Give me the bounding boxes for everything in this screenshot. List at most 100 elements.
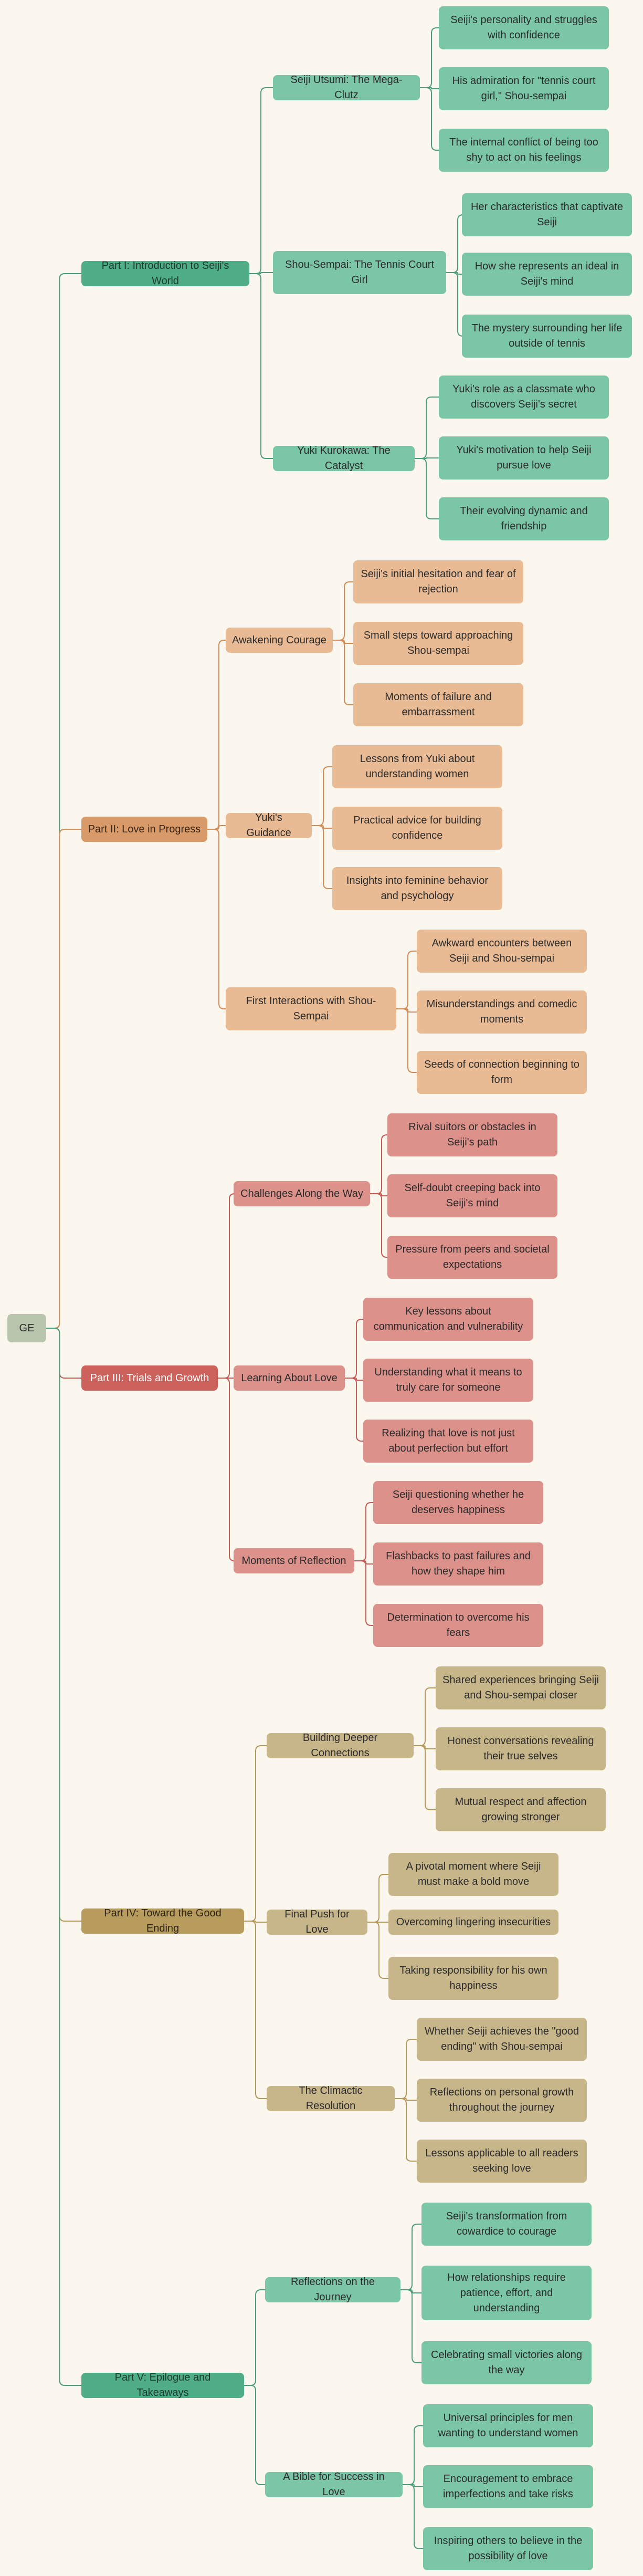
edge-section-to-item [370,1193,387,1258]
part-node[interactable]: Part I: Introduction to Seiji's World [81,260,249,287]
leaf-label: Moments of failure and embarrassment [385,691,492,718]
section-node[interactable]: The Climactic Resolution [267,2085,395,2112]
leaf-node[interactable]: Seiji's initial hesitation and fear of r… [353,560,523,603]
leaf-node[interactable]: Overcoming lingering insecurities [388,1910,558,1935]
section-node[interactable]: A Bible for Success in Love [265,2471,403,2498]
leaf-node[interactable]: Shared experiences bringing Seiji and Sh… [436,1666,606,1709]
leaf-node[interactable]: Inspiring others to believe in the possi… [423,2527,593,2570]
leaf-label: Honest conversations revealing their tru… [447,1735,594,1762]
leaf-node[interactable]: Determination to overcome his fears [373,1604,543,1647]
edge-section-to-item [446,272,462,275]
leaf-node[interactable]: Reflections on personal growth throughou… [417,2079,587,2122]
edge-section-to-item [420,87,439,151]
section-label: Seiji Utsumi: The Mega-Clutz [290,74,403,101]
edge-part-to-section [244,2289,265,2386]
leaf-label: Determination to overcome his fears [387,1612,530,1639]
leaf-node[interactable]: Practical advice for building confidence [332,807,502,850]
section-node[interactable]: Challenges Along the Way [234,1181,370,1206]
leaf-node[interactable]: His admiration for "tennis court girl," … [439,67,609,110]
root-node[interactable]: GE [7,1314,46,1342]
leaf-label: Lessons from Yuki about understanding wo… [360,753,475,780]
leaf-label: The mystery surrounding her life outside… [471,322,623,349]
leaf-node[interactable]: Realizing that love is not just about pe… [363,1420,533,1463]
leaf-node[interactable]: Celebrating small victories along the wa… [421,2341,592,2384]
edge-section-to-item [333,640,353,705]
leaf-node[interactable]: Seiji questioning whether he deserves ha… [373,1481,543,1524]
edge-part-to-section [207,825,226,830]
edge-section-to-item [312,766,332,826]
section-node[interactable]: Building Deeper Connections [267,1732,414,1759]
part-node[interactable]: Part IV: Toward the Good Ending [81,1907,244,1934]
leaf-node[interactable]: Rival suitors or obstacles in Seiji's pa… [387,1113,557,1156]
part-node[interactable]: Part III: Trials and Growth [81,1365,218,1391]
leaf-node[interactable]: Lessons from Yuki about understanding wo… [332,745,502,788]
section-node[interactable]: Yuki's Guidance [226,812,312,839]
leaf-node[interactable]: Her characteristics that captivate Seiji [462,193,632,236]
leaf-label: Understanding what it means to truly car… [374,1367,522,1393]
edge-part-to-section [249,272,273,274]
leaf-node[interactable]: The mystery surrounding her life outside… [462,315,632,358]
leaf-node[interactable]: Self-doubt creeping back into Seiji's mi… [387,1174,557,1217]
edge-section-to-item [395,2039,417,2099]
leaf-node[interactable]: Moments of failure and embarrassment [353,683,523,726]
leaf-node[interactable]: Whether Seiji achieves the "good ending"… [417,2018,587,2061]
leaf-node[interactable]: Understanding what it means to truly car… [363,1359,533,1402]
section-label: The Climactic Resolution [299,2085,363,2112]
leaf-node[interactable]: Key lessons about communication and vuln… [363,1298,533,1341]
leaf-node[interactable]: Encouragement to embrace imperfections a… [423,2465,593,2508]
leaf-label: Seiji's transformation from cowardice to… [446,2210,567,2237]
section-node[interactable]: Final Push for Love [267,1908,367,1935]
edge-section-to-item [415,397,439,459]
leaf-node[interactable]: Their evolving dynamic and friendship [439,497,609,540]
leaf-node[interactable]: A pivotal moment where Seiji must make a… [388,1853,558,1896]
section-label: A Bible for Success in Love [283,2471,385,2498]
leaf-node[interactable]: Yuki's role as a classmate who discovers… [439,376,609,419]
section-node[interactable]: Seiji Utsumi: The Mega-Clutz [273,74,420,101]
leaf-node[interactable]: Yuki's motivation to help Seiji pursue l… [439,436,609,479]
edge-root-to-part [46,1328,81,1922]
leaf-node[interactable]: Pressure from peers and societal expecta… [387,1236,557,1279]
leaf-node[interactable]: Taking responsibility for his own happin… [388,1957,558,2000]
leaf-node[interactable]: Misunderstandings and comedic moments [417,990,587,1034]
edge-part-to-section [218,1193,235,1379]
leaf-label: Lessons applicable to all readers seekin… [425,2147,578,2174]
section-node[interactable]: Moments of Reflection [234,1548,354,1573]
leaf-label: How she represents an ideal in Seiji's m… [475,260,619,287]
edge-section-to-item [400,2289,421,2293]
part-node[interactable]: Part V: Epilogue and Takeaways [81,2372,244,2398]
leaf-node[interactable]: The internal conflict of being too shy t… [439,129,609,172]
edge-section-to-item [414,1745,436,1749]
section-node[interactable]: Shou-Sempai: The Tennis Court Girl [273,251,446,294]
leaf-node[interactable]: Seiji's personality and struggles with c… [439,6,609,49]
edge-root-to-part [46,1328,81,1379]
leaf-node[interactable]: Insights into feminine behavior and psyc… [332,867,502,910]
edge-section-to-item [345,1378,363,1381]
leaf-node[interactable]: Seeds of connection beginning to form [417,1051,587,1094]
section-node[interactable]: Yuki Kurokawa: The Catalyst [273,445,415,472]
leaf-node[interactable]: Universal principles for men wanting to … [423,2404,593,2447]
leaf-node[interactable]: How relationships require patience, effo… [421,2266,592,2320]
part-node[interactable]: Part II: Love in Progress [81,817,207,842]
section-node[interactable]: Awakening Courage [226,628,333,653]
leaf-node[interactable]: Flashbacks to past failures and how they… [373,1542,543,1586]
section-node[interactable]: First Interactions with Shou-Sempai [226,987,396,1030]
edge-part-to-section [218,1378,235,1561]
edge-section-to-item [312,825,332,889]
section-label: Reflections on the Journey [290,2276,375,2303]
leaf-node[interactable]: Honest conversations revealing their tru… [436,1727,606,1770]
leaf-node[interactable]: How she represents an ideal in Seiji's m… [462,253,632,296]
part-label: Part II: Love in Progress [88,823,201,835]
leaf-label: His admiration for "tennis court girl," … [452,75,596,102]
leaf-node[interactable]: Small steps toward approaching Shou-semp… [353,622,523,665]
edge-section-to-item [446,272,463,337]
section-node[interactable]: Reflections on the Journey [265,2276,400,2303]
leaf-node[interactable]: Lessons applicable to all readers seekin… [417,2140,587,2183]
leaf-node[interactable]: Awkward encounters between Seiji and Sho… [417,930,587,973]
leaf-label: Shared experiences bringing Seiji and Sh… [442,1674,599,1701]
leaf-label: Taking responsibility for his own happin… [399,1965,547,1991]
leaf-node[interactable]: Seiji's transformation from cowardice to… [421,2203,592,2246]
leaf-node[interactable]: Mutual respect and affection growing str… [436,1788,606,1831]
edge-section-to-item [403,2484,423,2549]
leaf-label: Self-doubt creeping back into Seiji's mi… [404,1182,541,1209]
section-node[interactable]: Learning About Love [234,1365,345,1391]
